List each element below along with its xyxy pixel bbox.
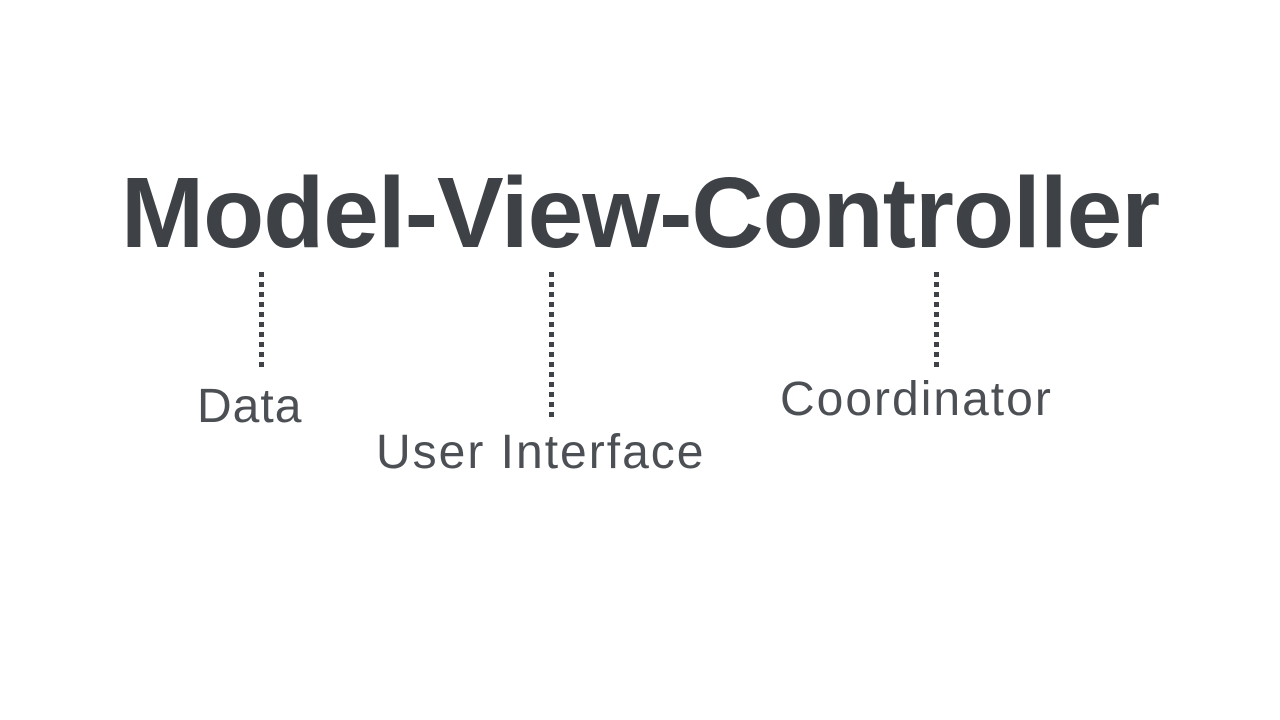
diagram-title: Model-View-Controller	[120, 157, 1160, 269]
controller-dotted-connector-line	[934, 272, 939, 369]
view-annotation-label: User Interface	[376, 426, 706, 479]
model-dotted-connector-line	[259, 272, 264, 369]
view-dotted-connector-line	[549, 272, 554, 422]
model-annotation-label: Data	[197, 380, 303, 433]
controller-annotation-label: Coordinator	[780, 373, 1053, 426]
